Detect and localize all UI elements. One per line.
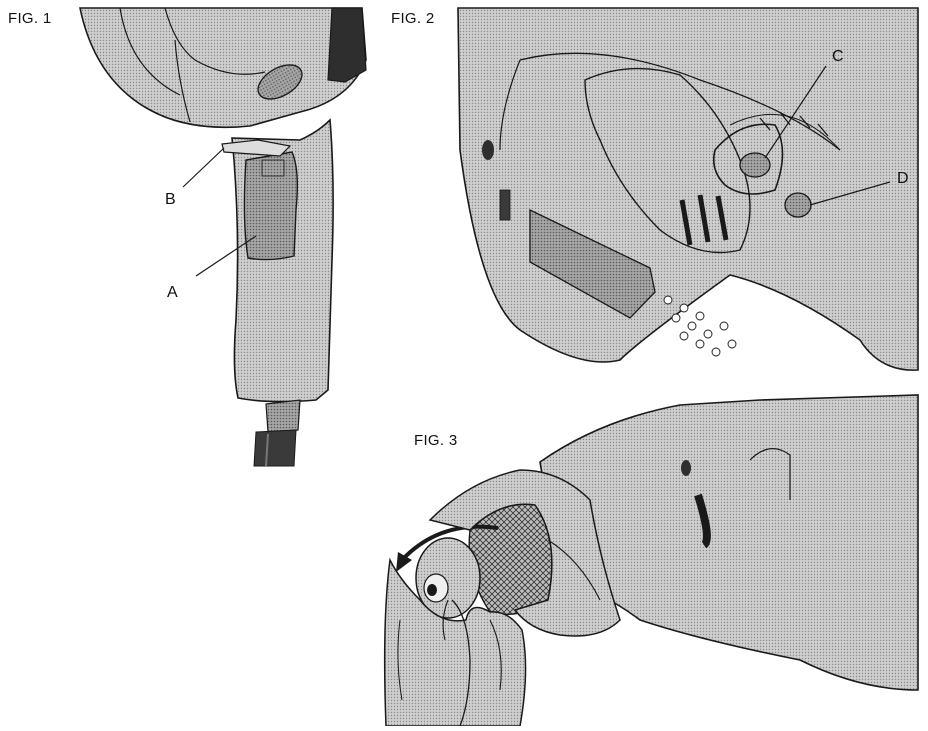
fig1-leader-a <box>195 235 257 277</box>
fig2-drawing <box>457 7 919 371</box>
fig1-motor-housing <box>79 7 367 129</box>
fig3-left-hand <box>383 557 527 727</box>
fig1-cord-guard <box>265 399 301 433</box>
fig3-drill-body <box>539 394 919 691</box>
fig3-rotation-arrow <box>400 524 499 562</box>
fig1-leader-b <box>182 147 225 188</box>
callout-c: C <box>832 48 844 65</box>
fig2-button-d <box>784 192 812 218</box>
fig2-label-plate <box>529 208 656 319</box>
fig2-vent-dots <box>663 295 737 357</box>
fig2-leader-c <box>764 65 827 159</box>
callout-b: B <box>165 191 176 208</box>
fig1-rear-dark-panel <box>327 7 367 83</box>
fig2-label: FIG. 2 <box>391 10 435 27</box>
fig1-label: FIG. 1 <box>8 10 52 27</box>
fig1-power-cord <box>253 429 297 467</box>
fig2-switch-housing <box>584 67 751 254</box>
fig1-trigger <box>243 151 299 261</box>
fig2-leader-d <box>809 181 891 206</box>
fig1-drawing <box>79 7 367 467</box>
callout-d: D <box>897 170 909 187</box>
fig1-vent-hole <box>257 64 303 100</box>
fig3-drawing <box>383 394 919 727</box>
callout-a: A <box>167 284 178 301</box>
fig3-label: FIG. 3 <box>414 432 458 449</box>
fig3-right-hand <box>428 469 621 637</box>
fig2-button-c <box>739 152 771 178</box>
fig1-lock-button <box>221 139 292 157</box>
